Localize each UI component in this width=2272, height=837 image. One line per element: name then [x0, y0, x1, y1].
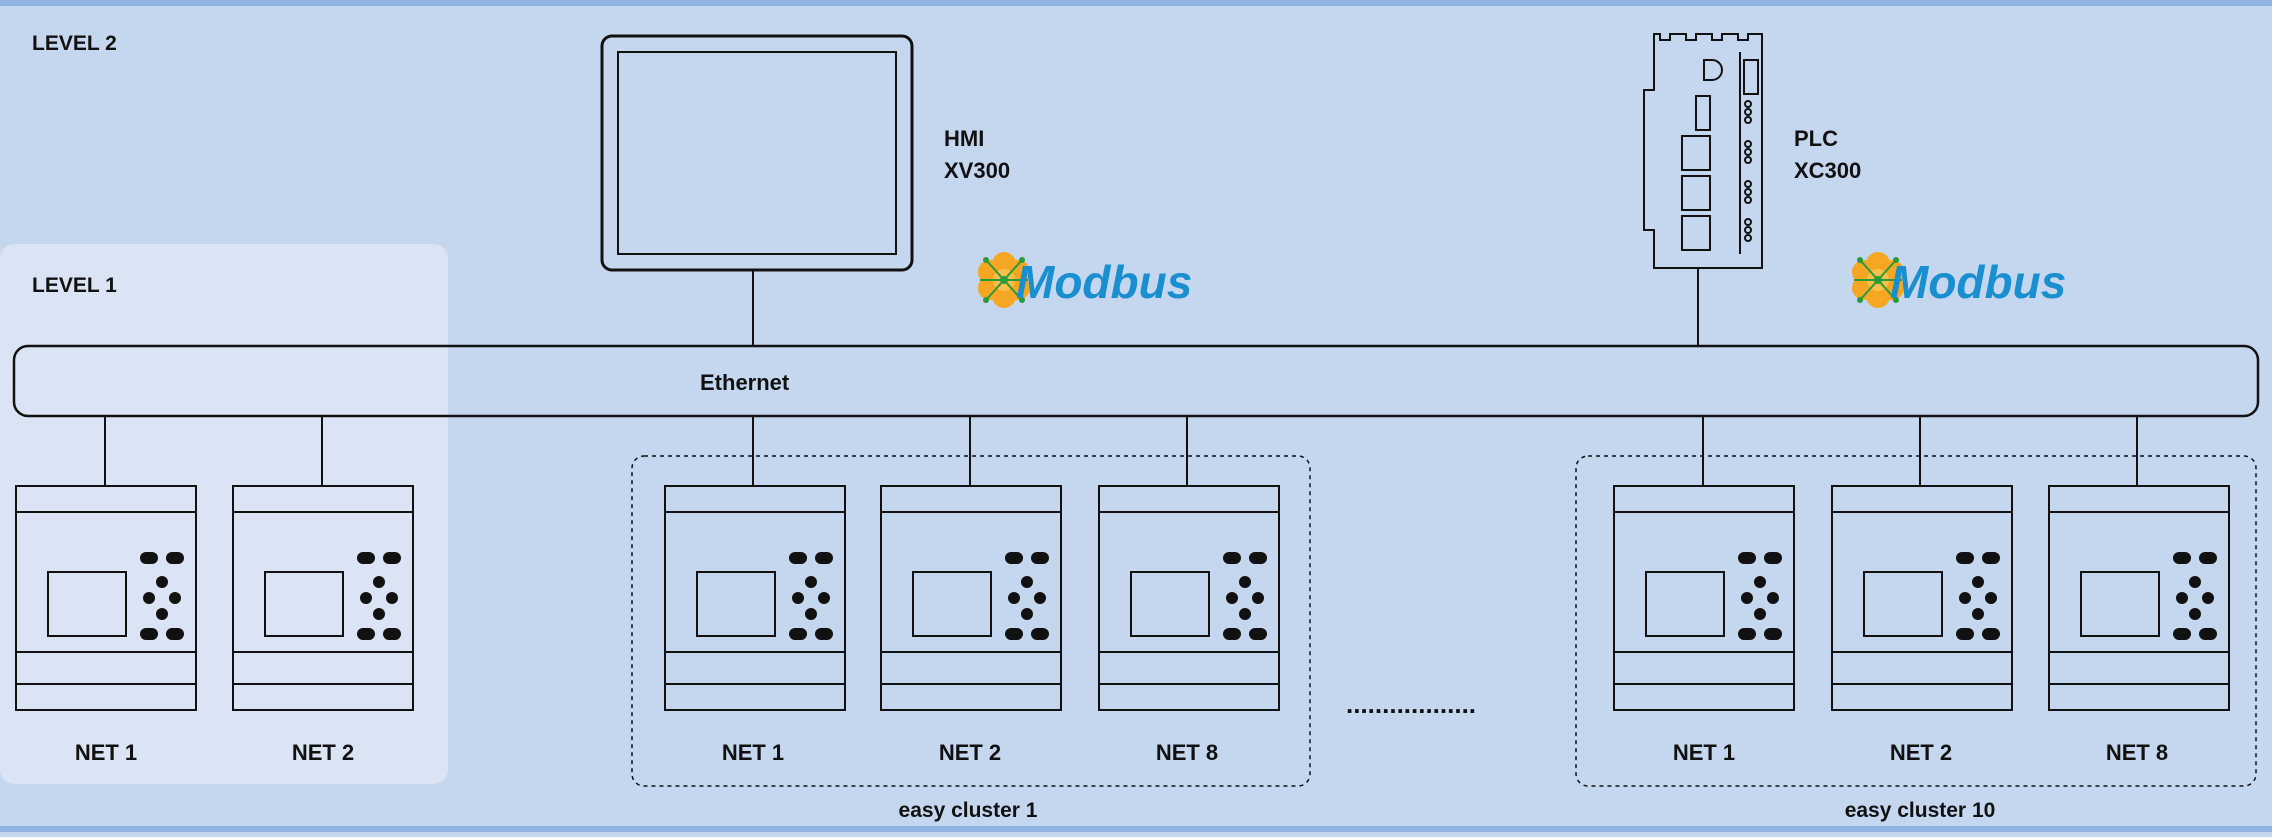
- cluster-label: easy cluster 10: [1845, 799, 1996, 822]
- hmi-title: HMI: [944, 126, 984, 151]
- net-node: NET 2: [880, 416, 1062, 765]
- net-node-label: NET 1: [75, 740, 137, 765]
- net-node: NET 1: [664, 416, 846, 765]
- net-node-label: NET 1: [1673, 740, 1735, 765]
- bottom-band: [0, 826, 2272, 832]
- cluster-box: [1575, 455, 2257, 787]
- level1-label: LEVEL 1: [32, 274, 117, 297]
- net-node-label: NET 2: [1890, 740, 1952, 765]
- net-node-label: NET 1: [722, 740, 784, 765]
- modbus-logo: Modbus: [977, 251, 1192, 309]
- ethernet-label: Ethernet: [700, 370, 790, 395]
- modbus-logo-text: Modbus: [1890, 256, 2066, 308]
- hmi-model: XV300: [944, 158, 1010, 183]
- hmi-device: [600, 34, 914, 272]
- plc-title: PLC: [1794, 126, 1838, 151]
- net-node: NET 8: [2048, 416, 2230, 765]
- net-node-label: NET 8: [2106, 740, 2168, 765]
- net-node: NET 2: [232, 416, 414, 765]
- ethernet-bus: [12, 344, 2260, 418]
- net-node: NET 2: [1831, 416, 2013, 765]
- net-node: NET 8: [1098, 416, 1280, 765]
- net-node: NET 1: [1613, 416, 1795, 765]
- net-node-label: NET 2: [939, 740, 1001, 765]
- level2-label: LEVEL 2: [32, 32, 117, 55]
- modbus-logo: Modbus: [1851, 251, 2066, 309]
- plc-device: [1643, 33, 1763, 269]
- cluster-label: easy cluster 1: [899, 799, 1038, 822]
- modbus-logo-text: Modbus: [1016, 256, 1192, 308]
- net-node-label: NET 2: [292, 740, 354, 765]
- cluster-box: [631, 455, 1311, 787]
- net-node-label: NET 8: [1156, 740, 1218, 765]
- top-band: [0, 0, 2272, 6]
- level1-panel: [0, 244, 448, 784]
- plc-model: XC300: [1794, 158, 1861, 183]
- ellipsis: ..................: [1346, 689, 1476, 719]
- net-node: NET 1: [15, 416, 197, 765]
